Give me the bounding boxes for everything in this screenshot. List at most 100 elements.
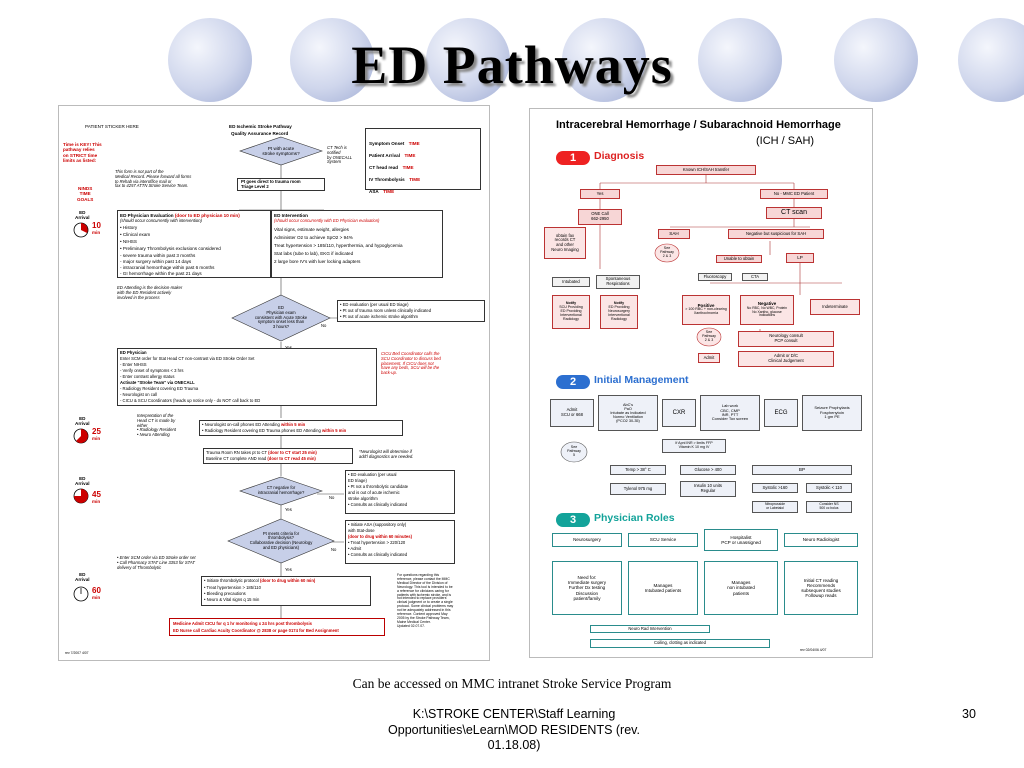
time-row-red: TIME	[404, 153, 416, 158]
initiate-line: • Bleeding precautions	[204, 591, 246, 596]
record-note-line: to Rehab via interoffice mail or	[115, 178, 172, 184]
record-note-line: Medical Record. Please forward all forms	[115, 173, 192, 179]
neurologist-box: • Neurologist on-call phones ED Attendin…	[199, 420, 403, 436]
see2-line: 2 & 3	[704, 337, 714, 342]
see5-line: See	[570, 445, 578, 450]
initial-ct-box: Initial CT reading Recommends subsequent…	[784, 561, 858, 615]
ecg-box: ECG	[764, 399, 798, 427]
notify-1-line: Radiology	[563, 316, 579, 321]
time-key-note: Time is KEY! This pathway relies on STRI…	[63, 142, 102, 163]
labs-line: CBC, CMP	[720, 407, 740, 413]
ed-arrival-line: ED	[79, 572, 86, 577]
ed-arrival-label: ED Arrival	[75, 416, 90, 427]
attending-line: ED Attending is the decision-maker	[117, 285, 183, 290]
cicu-line: have any beds, SCU will be the	[381, 365, 440, 371]
manages1-line: Intubated patients	[644, 588, 682, 593]
section-2-badge: 2	[556, 375, 590, 389]
ed-arrival-line: ED	[79, 476, 86, 481]
labetalol-box: Nitroprusside or Labetalol	[752, 501, 798, 513]
deco-circle	[426, 18, 510, 102]
time-row-red: TIME	[383, 189, 395, 194]
attending-line: with the ED Resident actively	[117, 289, 172, 295]
asa-line: • Treat hypertension > 220/120	[348, 540, 406, 545]
cicu-note: CICU Bed Coordinator calls the SCU Coord…	[381, 351, 441, 376]
lab-work-box: Lab work CBC, CMP INR, PTT Consider Tox …	[700, 395, 760, 431]
scu-service-box: SCU Service	[628, 533, 698, 547]
labetalol-line: or Labetalol	[766, 506, 784, 510]
questions-line: reference. Content approved May	[397, 612, 448, 617]
spontaneous-box: Spontaneous Respirations	[596, 275, 640, 289]
section-1-badge: 1	[556, 151, 590, 165]
trauma-row: Baseline CT complete AND read (door to C…	[206, 456, 316, 462]
admit-line: Medicine Admit CICU for q 1 hr monitorin…	[173, 621, 312, 626]
abcs-line: AbC's	[622, 402, 633, 407]
time-row-red: TIME	[402, 165, 414, 170]
intervention-line: Stat labs (tube to lab), EKG if indicate…	[274, 251, 354, 256]
ct-no-line: stroke algorithm	[348, 496, 378, 501]
abcs-line: Normo Ventilation	[613, 415, 643, 420]
triage-right-line: • Pt out of trauma room unless clinicall…	[340, 308, 432, 313]
left-doc-revision: rev 7/2007 4/07	[65, 651, 89, 655]
eval-head-red: (door to ED physician 10 min)	[174, 213, 240, 218]
eval-line: - intracranial hemorrhage within past 6 …	[120, 265, 215, 270]
insulin-line: Insulin 10 units	[694, 483, 722, 489]
questions-line: a reference for clinicians caring for	[397, 588, 449, 593]
interp-line: Interpretation of the	[137, 413, 174, 418]
abcs-line: PaO	[624, 406, 632, 411]
ninds-line: NINDS	[78, 186, 93, 191]
footer-path: K:\STROKE CENTER\Staff Learning Opportun…	[364, 707, 664, 754]
timer-45-value: 45	[92, 490, 101, 499]
intervention-sub: (should occur concurrently with ED Physi…	[274, 218, 380, 223]
time-row-label: ASA	[369, 189, 379, 194]
yes-box: Yes	[580, 189, 620, 199]
one-call-line: 662-2950	[591, 216, 609, 221]
abcs-box: AbC's PaO Intubate as Indicated Normo Ve…	[598, 395, 658, 431]
questions-line: 2005 by the Stroke Pathway Team,	[397, 615, 450, 620]
questions-line: Maine Medical Center.	[397, 619, 431, 624]
questions-line: reference, please contact the MMC	[397, 576, 450, 581]
attending-note: ED Attending is the decision-maker with …	[117, 285, 183, 300]
need-line: Need for:	[577, 575, 597, 581]
initiate-thrombolytic-box: • Initiate thrombolytic protocol (door t…	[201, 576, 371, 606]
eval-head: ED Physician Evaluation (door to ED phys…	[120, 213, 240, 218]
time-row: IV Thrombolysis TIME	[369, 168, 420, 186]
attending-line: involved in the process	[117, 294, 160, 300]
ich-connectors	[599, 175, 842, 347]
ed-arrival-label: ED Arrival	[75, 210, 90, 221]
see-line: 2 & 3	[662, 253, 672, 258]
physician-exam-decision-diamond	[231, 294, 331, 342]
time-key-line: limits as listed:	[63, 157, 97, 163]
neuro-radiologist-box: Neuro Radiologist	[784, 533, 858, 547]
ninds-line: GOALS	[77, 196, 94, 202]
admit-dc-line: Clinical Judgement	[768, 358, 804, 363]
see-line: Pathway	[660, 250, 674, 255]
physician-line: - Radiology Resident covering ED Trauma	[120, 386, 199, 391]
admit-scu-line: Admit	[566, 407, 578, 413]
positive-box: Positive > 100 RBC + non-clearing Xantho…	[682, 295, 730, 325]
timer-60-value: 60	[92, 586, 101, 595]
ct-tech-line: notified	[327, 149, 341, 155]
seizure-box: Seizure Prophylaxis Fosphenytoin 1 gm PE	[802, 395, 862, 431]
deco-circle	[290, 18, 374, 102]
trauma-room-box: Pt goes direct to trauma room Triage Lev…	[237, 178, 325, 191]
clock-25-icon	[73, 428, 89, 444]
physician-line: Activate "Stroke Team" via ONECALL	[120, 380, 195, 385]
temp-box: Temp > 38° C	[610, 465, 666, 475]
eval-line: • Clinical exam	[120, 232, 151, 237]
ct-read-line: Recommends	[806, 582, 836, 588]
systolic-160-box: Systolic >160	[752, 483, 798, 493]
ct-no-line: and is out of acute ischemic	[348, 490, 400, 495]
admit-scu-line: SCU or 668	[561, 412, 583, 417]
notify-2-line: Notify	[613, 301, 625, 306]
aprn-line: If Apnl INR > limits FFP	[675, 441, 713, 446]
see5-line: Pathway	[567, 449, 581, 454]
no-mmc-box: No - MMC ED Patient	[760, 189, 828, 199]
see-line: See	[663, 246, 671, 251]
physician-line: - Enter NIHSS	[120, 362, 147, 367]
manages2-line: patients	[732, 590, 750, 596]
neuro-row: • Neurologist on-call phones ED Attendin…	[202, 422, 305, 428]
timer-25-value: 25	[92, 427, 101, 436]
ich-sah-pathway-document: Intracerebral Hemorrhage / Subarachnoid …	[529, 108, 873, 658]
intervention-line: Treat hypertension > 185/110, hypertherm…	[274, 243, 403, 248]
ct-no-line: ED triage)	[348, 478, 367, 483]
